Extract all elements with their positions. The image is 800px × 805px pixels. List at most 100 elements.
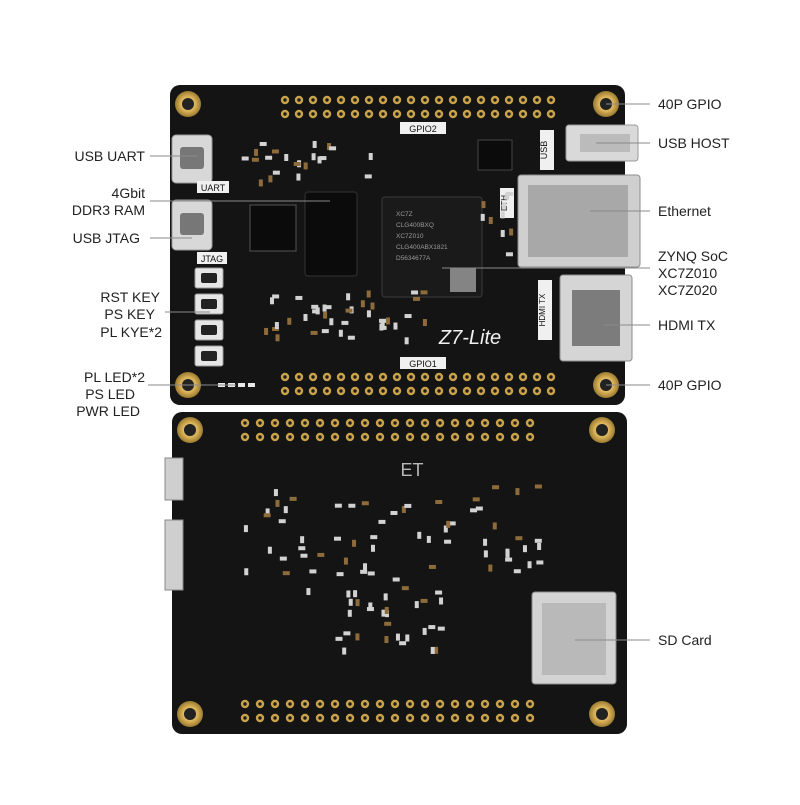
smd-component [435,500,443,505]
smd-component [502,202,507,210]
gpio2-header [280,95,556,119]
smd-component [488,216,493,224]
smd-component [401,505,406,513]
smd-component [446,520,451,528]
smd-component [243,525,248,533]
smd-component [534,538,542,543]
smd-component [303,313,308,321]
smd-component [244,568,249,576]
smd-component [298,546,306,551]
smd-component [282,571,290,576]
smd-component [505,548,510,556]
smd-component [448,521,456,526]
smd-component [360,300,365,308]
smd-component [384,606,389,614]
smd-component [368,602,373,610]
smd-component [483,550,488,558]
jtag-silkscreen: JTAG [201,254,223,264]
smd-component [258,179,263,187]
smd-component [263,513,271,518]
smd-component [323,311,328,319]
smd-component [437,626,445,631]
smd-component [347,335,355,340]
smd-component [404,503,412,508]
smd-component [321,329,329,334]
board-name: Z7-Lite [438,327,501,349]
smd-component [492,485,500,490]
chip-marking: CLG400ABX1821 [396,244,448,251]
usb-silkscreen: USB [539,141,549,160]
smd-component [522,545,527,553]
smd-component [527,561,532,569]
smd-component [392,577,400,582]
smd-component [310,330,318,335]
smd-component [336,572,344,577]
smd-component [306,588,311,596]
smd-component [413,296,421,301]
smd-component [275,334,280,342]
back-logo: ET [400,460,423,480]
ddr3-chip [304,191,358,277]
smd-component [422,319,427,327]
smd-component [347,609,352,617]
smd-component [279,556,287,561]
smd-component [404,314,412,319]
smd-component [345,308,353,313]
smd-component [274,322,279,330]
smd-component [342,647,347,655]
smd-component [300,536,305,544]
smd-component [444,539,452,544]
ps-key-label: PS KEY [104,306,155,322]
smd-component [348,503,356,508]
smd-component [405,634,410,642]
smd-component [289,496,297,501]
uart-silkscreen: UART [201,183,226,193]
smd-component [315,307,320,315]
smd-component [296,173,301,181]
smd-component [434,646,439,654]
smd-component [515,488,520,496]
gpio2-silkscreen: GPIO2 [409,124,437,134]
smd-component [360,569,368,574]
smd-component [370,302,375,310]
smd-component [393,322,398,330]
pl-key-label: PL KYE*2 [100,324,162,340]
smd-component [537,542,542,550]
smd-component [343,557,348,565]
chip-marking: XC7Z010 [396,233,424,240]
smd-component [401,586,409,591]
smd-component [534,484,542,489]
smd-component [295,295,303,300]
sd-card-label: SD Card [658,632,712,648]
smd-component [385,317,390,325]
back-pcb [172,412,627,734]
smd-component [322,304,327,312]
chip-marking: CLG400BXQ [396,222,434,229]
smd-component [472,497,480,502]
smd-component [488,564,493,572]
smd-component [428,564,436,569]
gpio1-silkscreen: GPIO1 [409,359,437,369]
smd-component [411,290,419,295]
chip-marking: XC7Z [396,211,413,218]
smd-component [435,590,443,595]
usb-uart-label: USB UART [74,148,145,164]
smd-component [395,633,400,641]
hdmi-silkscreen: HDMI TX [538,293,547,326]
pl-led-label: PL LED*2 [84,369,145,385]
smd-component [312,309,320,314]
smd-component [370,544,375,552]
smd-component [439,597,444,605]
smd-component [366,290,371,298]
smd-component [278,519,286,524]
smd-component [500,229,505,237]
gpio-top-label: 40P GPIO [658,96,722,112]
smd-component [241,156,249,161]
smd-component [481,201,486,209]
smd-component [428,625,436,630]
smd-component [259,142,267,147]
smd-component [368,152,373,160]
usb-bridge-chip [249,204,297,252]
smd-component [383,593,388,601]
